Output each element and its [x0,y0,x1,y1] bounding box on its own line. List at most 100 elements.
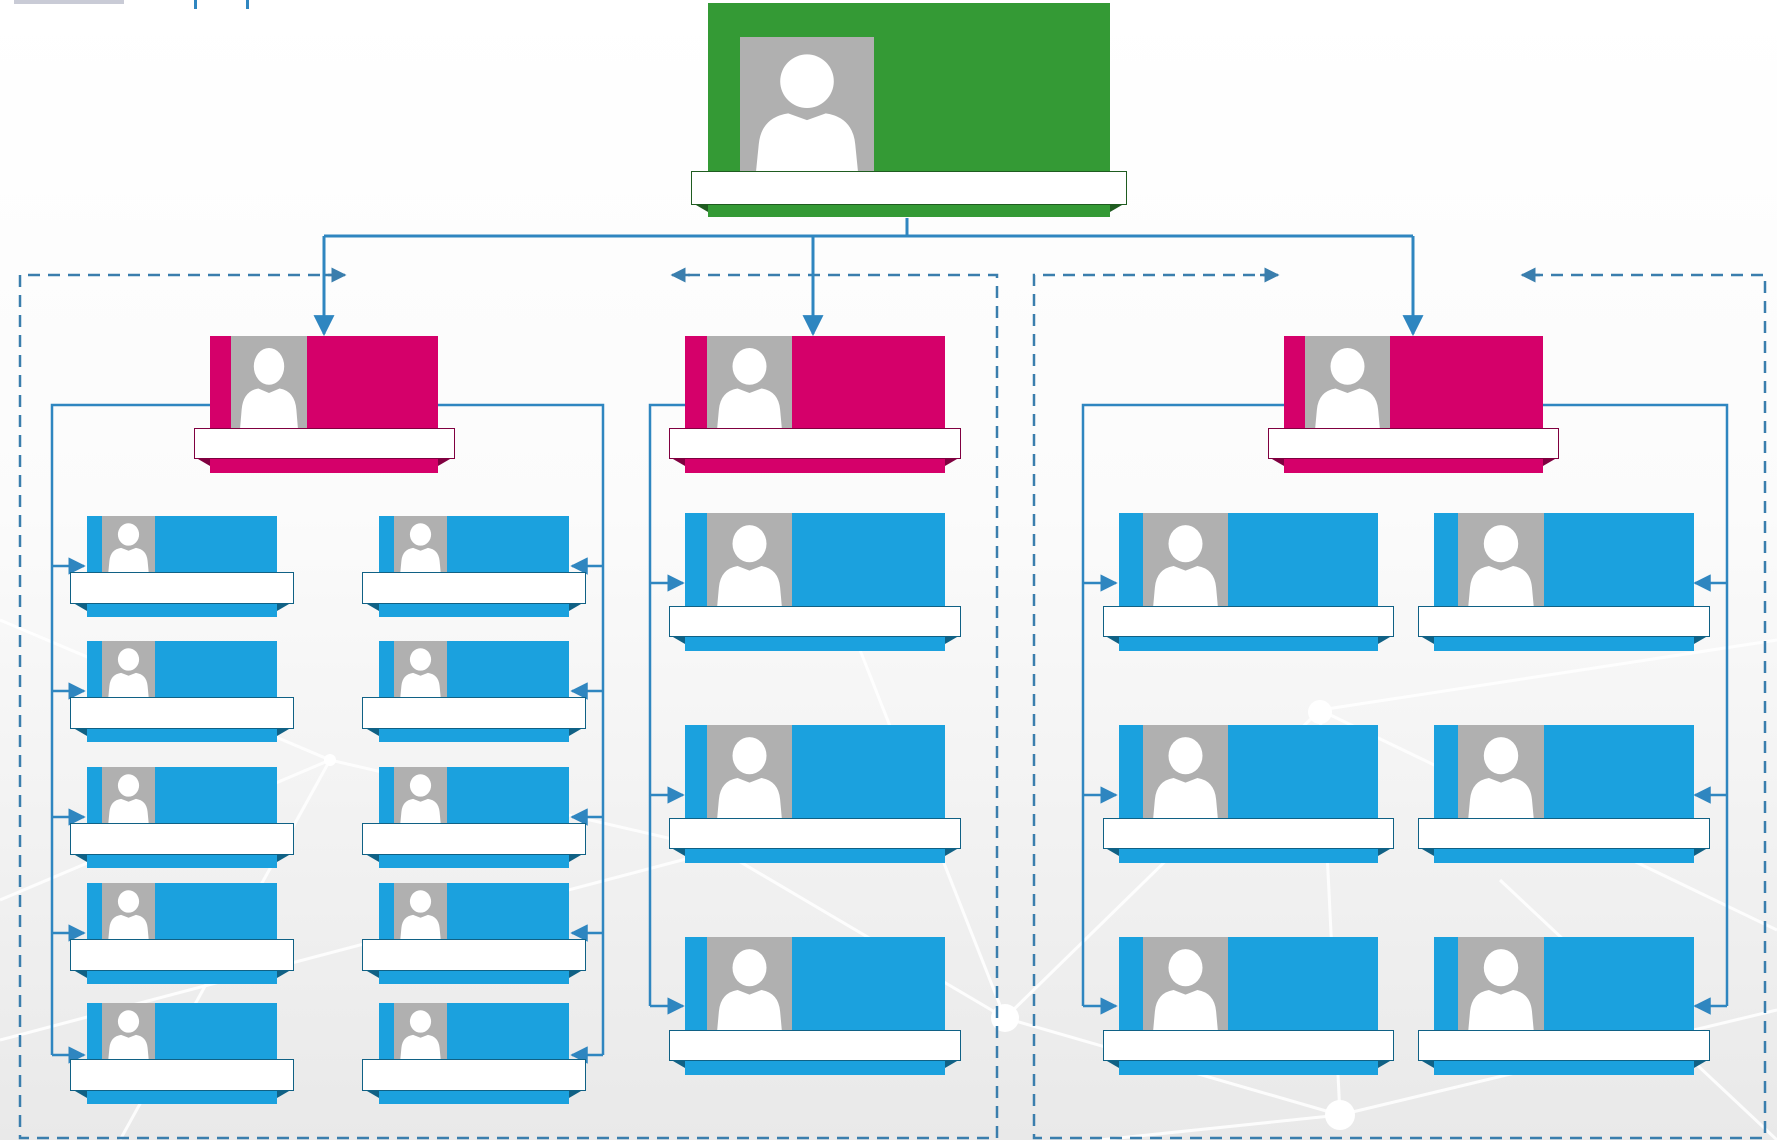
person-silhouette-icon [1305,336,1390,428]
staff-card-c-right [1418,937,1710,1077]
staff-card-a-right [362,767,586,870]
ribbon-fold-left [1422,1061,1434,1068]
ribbon-fold-right [945,459,957,466]
ribbon-fold-left [75,604,87,611]
staff-card-a-left [70,883,294,986]
person-silhouette-icon [707,336,792,428]
staff-card-a-left [70,767,294,870]
ribbon-fold-left [1107,1061,1119,1068]
ribbon-fold-right [1543,459,1555,466]
ribbon-fold-right [1694,637,1706,644]
ribbon-fold-left [198,459,210,466]
staff-card-a-left [70,1003,294,1106]
ribbon-fold-left [673,637,685,644]
person-silhouette-icon [394,1003,447,1059]
person-silhouette-icon [102,1003,155,1059]
person-silhouette-icon [1458,937,1544,1030]
name-ribbon [362,823,586,855]
person-silhouette-icon [707,937,792,1030]
name-ribbon [1103,606,1394,637]
ribbon-fold-left [673,1061,685,1068]
ribbon-fold-right [945,1061,957,1068]
name-ribbon [669,818,961,849]
person-silhouette-icon [102,641,155,697]
ribbon-fold-right [569,971,581,978]
name-ribbon [1268,428,1559,459]
ribbon-fold-left [367,971,379,978]
person-silhouette-icon [1458,513,1544,606]
ribbon-fold-right [1694,1061,1706,1068]
person-silhouette-icon [102,516,155,572]
name-ribbon [362,697,586,729]
ribbon-fold-left [1272,459,1284,466]
staff-card-b [669,937,961,1077]
name-ribbon [70,823,294,855]
name-ribbon [669,428,961,459]
manager-card-a [194,336,455,476]
manager-card-c [1268,336,1559,476]
ribbon-fold-left [1107,849,1119,856]
ribbon-fold-left [75,1091,87,1098]
person-silhouette-icon [394,767,447,823]
ribbon-fold-right [1378,1061,1390,1068]
staff-card-a-right [362,883,586,986]
ribbon-fold-right [1378,637,1390,644]
ribbon-fold-right [569,855,581,862]
name-ribbon [1103,818,1394,849]
ribbon-fold-left [367,1091,379,1098]
name-ribbon [691,171,1127,205]
ribbon-fold-left [367,604,379,611]
staff-card-c-right [1418,513,1710,653]
ribbon-fold-left [1107,637,1119,644]
name-ribbon [194,428,455,459]
staff-card-c-right [1418,725,1710,865]
staff-card-a-right [362,516,586,619]
staff-card-c-left [1103,513,1394,653]
ribbon-fold-right [569,604,581,611]
ribbon-fold-left [696,205,708,212]
person-silhouette-icon [1143,937,1228,1030]
name-ribbon [70,697,294,729]
person-silhouette-icon [1143,725,1228,818]
staff-card-c-left [1103,937,1394,1077]
ribbon-fold-left [367,855,379,862]
person-silhouette-icon [1143,513,1228,606]
staff-card-b [669,725,961,865]
manager-card-b [669,336,961,476]
ribbon-fold-right [438,459,450,466]
ribbon-fold-left [1422,849,1434,856]
person-silhouette-icon [102,767,155,823]
ribbon-fold-right [1694,849,1706,856]
person-silhouette-icon [102,883,155,939]
ribbon-fold-left [75,729,87,736]
ribbon-fold-right [945,849,957,856]
ribbon-fold-right [277,1091,289,1098]
root-card [691,3,1127,218]
ribbon-fold-right [569,1091,581,1098]
person-silhouette-icon [394,516,447,572]
person-silhouette-icon [707,513,792,606]
ribbon-fold-left [75,971,87,978]
person-silhouette-icon [1458,725,1544,818]
staff-card-b [669,513,961,653]
ribbon-fold-right [1378,849,1390,856]
ribbon-fold-right [277,604,289,611]
name-ribbon [70,939,294,971]
ribbon-fold-left [673,849,685,856]
name-ribbon [362,939,586,971]
staff-card-a-left [70,641,294,744]
name-ribbon [1418,1030,1710,1061]
corner-artifact [14,0,249,9]
ribbon-fold-left [367,729,379,736]
ribbon-fold-left [673,459,685,466]
name-ribbon [362,572,586,604]
ribbon-fold-right [277,855,289,862]
ribbon-fold-right [569,729,581,736]
ribbon-fold-right [945,637,957,644]
name-ribbon [362,1059,586,1091]
person-silhouette-icon [231,336,307,428]
name-ribbon [70,1059,294,1091]
person-silhouette-icon [394,883,447,939]
name-ribbon [669,1030,961,1061]
person-silhouette-icon [707,725,792,818]
